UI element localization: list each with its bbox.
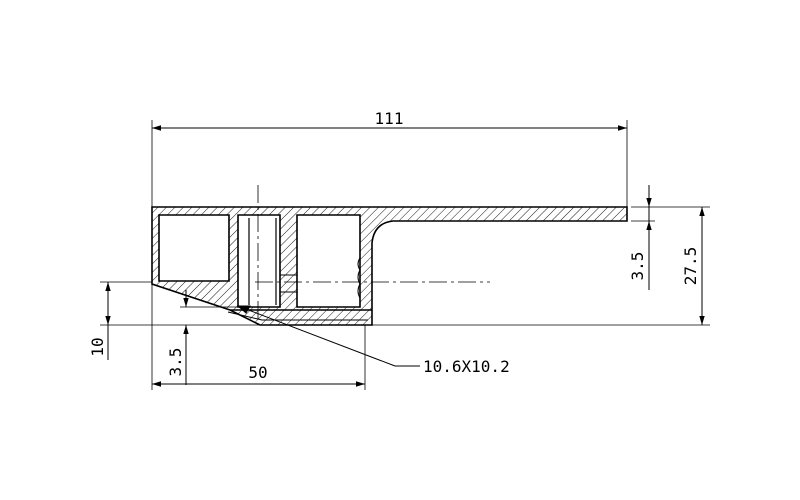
profile-section <box>151 206 628 326</box>
callout-label: 10.6X10.2 <box>423 357 510 376</box>
dim-bottom-offset-label: 3.5 <box>166 348 185 377</box>
callout-leader <box>236 305 420 367</box>
profile-hatched-body <box>151 206 628 326</box>
extension-lines <box>100 120 710 390</box>
dimension-lines <box>105 125 705 387</box>
center-lines <box>255 185 490 325</box>
profile-inner-lines <box>227 218 372 321</box>
dim-lip-height-label: 10 <box>88 337 107 356</box>
dim-flange-thickness-label: 3.5 <box>628 252 647 281</box>
dim-overall-width-label: 111 <box>375 109 404 128</box>
dim-overall-height-label: 27.5 <box>681 247 700 286</box>
dim-base-width-label: 50 <box>248 363 267 382</box>
